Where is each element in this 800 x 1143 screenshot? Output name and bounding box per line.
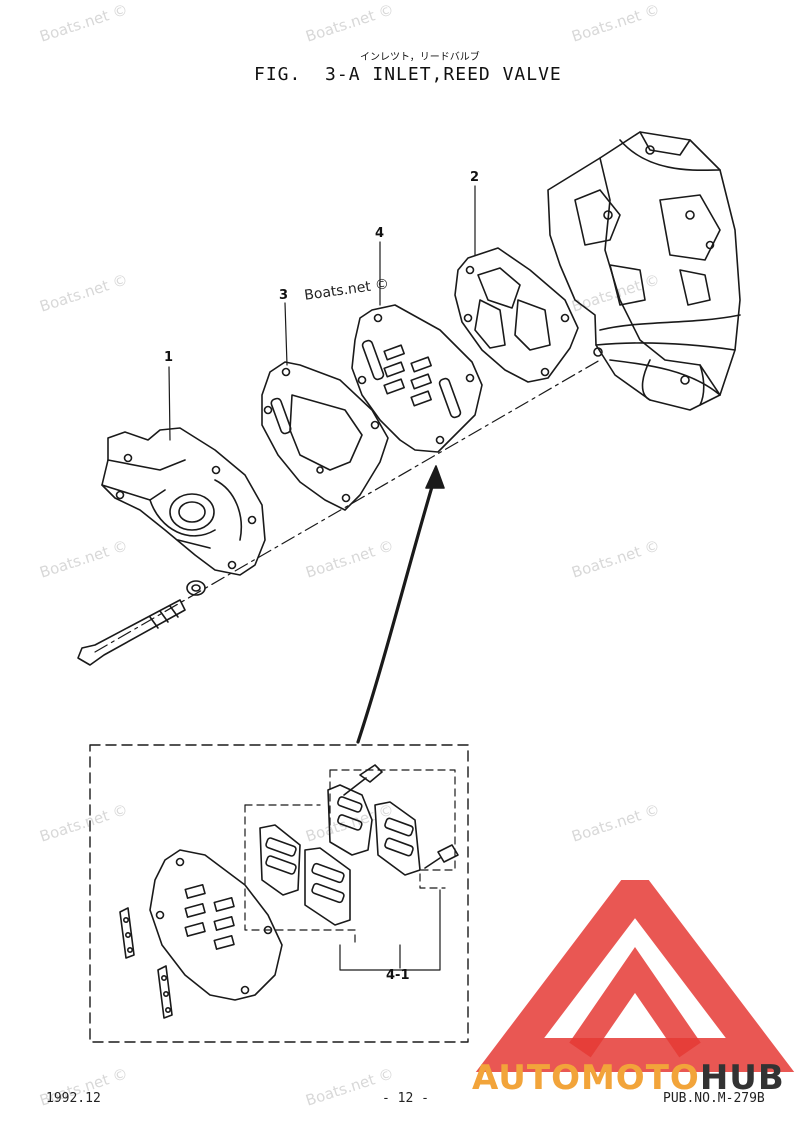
footer-page-number: - 12 - xyxy=(382,1091,429,1106)
detail-reference-arrow xyxy=(356,478,436,744)
callout-part-2: 2 xyxy=(470,170,480,185)
callout-part-4: 4 xyxy=(375,226,385,241)
footer-publication-number: PUB.NO.M-279B xyxy=(663,1091,765,1106)
figure-subtitle-jp: インレツト，リードバルブ xyxy=(360,52,480,63)
assembly-axis-line xyxy=(94,359,601,653)
detail-screws xyxy=(343,764,459,869)
reed-valve-assembly-part-4 xyxy=(351,304,483,453)
brand-wordmark-part-b: HUB xyxy=(699,1058,785,1098)
brand-wordmark: AUTOMOTOHUB xyxy=(472,1058,785,1098)
logo-triangle xyxy=(475,880,795,1072)
detail-strip-plates xyxy=(119,907,173,1019)
callout-part-1: 1 xyxy=(164,350,174,365)
gasket-part-2 xyxy=(454,247,579,383)
figure-title: FIG. 3-A INLET,REED VALVE xyxy=(254,64,562,85)
callout-part-3: 3 xyxy=(279,288,289,303)
crankcase-block xyxy=(547,131,741,411)
intake-manifold-part-1 xyxy=(101,427,266,576)
reed-stopper-detail xyxy=(327,784,421,876)
callout-part-4-1: 4-1 xyxy=(386,968,410,983)
gasket-part-3 xyxy=(261,361,389,511)
washer-and-bolt xyxy=(77,580,206,666)
reed-petals-detail xyxy=(259,824,351,926)
brand-wordmark-part-a: AUTOMOTO xyxy=(472,1058,700,1098)
footer-date: 1992.12 xyxy=(46,1091,101,1106)
detail-box xyxy=(89,744,469,1043)
reed-valve-plate-detail xyxy=(149,849,283,1001)
automotohub-logo xyxy=(475,880,795,1072)
